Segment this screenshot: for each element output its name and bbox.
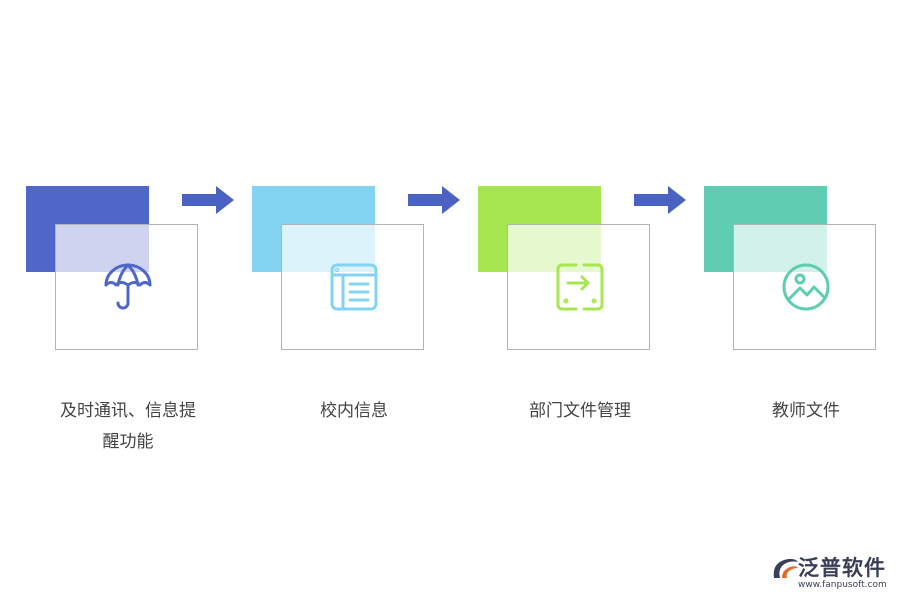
brand-logo: 泛普软件 www.fanpusoft.com	[768, 550, 894, 596]
step-3	[478, 186, 654, 352]
arrow-1	[182, 186, 234, 214]
step-3-card	[507, 224, 650, 350]
list-window-icon	[328, 261, 380, 313]
arrow-2	[408, 186, 460, 214]
step-2	[252, 186, 428, 352]
step-2-card	[281, 224, 424, 350]
logo-url-text: www.fanpusoft.com	[798, 580, 887, 590]
transfer-icon	[554, 261, 606, 313]
step-3-label: 部门文件管理	[529, 401, 631, 421]
logo-brand-text: 泛普软件	[798, 556, 886, 580]
step-4	[704, 186, 880, 352]
step-1-label: 及时通讯、信息提醒功能	[60, 401, 196, 452]
step-1-card	[55, 224, 198, 350]
arrow-3	[634, 186, 686, 214]
umbrella-icon	[102, 261, 154, 313]
logo-mark-icon	[770, 554, 800, 582]
step-2-label: 校内信息	[320, 401, 388, 421]
step-4-label: 教师文件	[772, 401, 840, 421]
image-circle-icon	[780, 261, 832, 313]
step-4-card	[733, 224, 876, 350]
step-1	[26, 186, 202, 352]
